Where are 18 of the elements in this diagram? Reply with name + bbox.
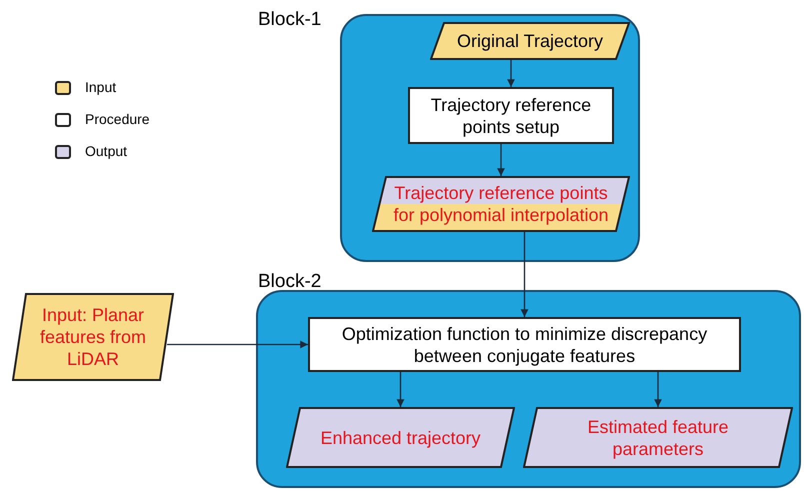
block-heading: Block-1 <box>258 8 322 32</box>
data-parallelogram: Trajectory reference points for polynomial interpolation <box>372 176 630 232</box>
process-box: Trajectory reference points setup <box>408 87 614 144</box>
process-box: Optimization function to minimize discrepancy between conjugate features <box>308 317 741 372</box>
arrow <box>520 232 528 317</box>
output-parallelogram: Original Trajectory <box>430 22 630 60</box>
block-heading: Block-2 <box>258 270 322 294</box>
arrow <box>396 372 404 407</box>
arrow <box>507 60 515 87</box>
legend-label: Procedure <box>85 110 150 129</box>
output-parallelogram: Estimated feature parameters <box>523 407 793 468</box>
output-parallelogram: Enhanced trajectory <box>286 407 515 468</box>
arrow <box>497 144 505 176</box>
data-parallelogram: Input: Planar features from LiDAR <box>12 293 174 381</box>
arrow <box>167 340 308 348</box>
legend-label: Input <box>85 78 116 97</box>
arrow <box>654 372 662 407</box>
legend-label: Output <box>85 142 128 161</box>
